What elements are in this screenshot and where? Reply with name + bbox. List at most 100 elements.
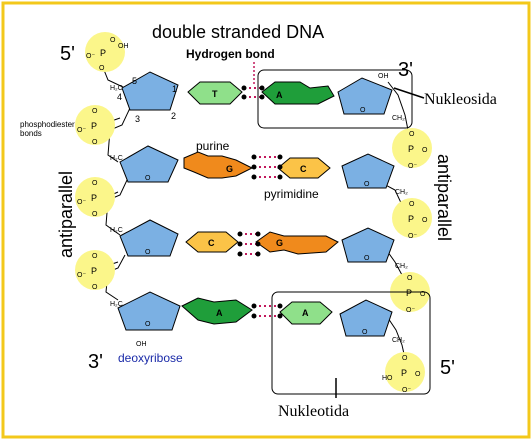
base-guanine <box>183 151 254 179</box>
phosphate-group: P O O O⁻ <box>392 198 432 240</box>
phosphate-p: P <box>100 48 106 58</box>
svg-text:O: O <box>92 253 98 260</box>
svg-text:C: C <box>300 164 307 174</box>
svg-text:O: O <box>409 201 415 208</box>
deoxyribose-sugar: H₂C O <box>110 145 179 183</box>
svg-text:CH₂: CH₂ <box>395 263 408 270</box>
deoxyribose-sugar: O CH₂ <box>341 153 408 196</box>
svg-text:O: O <box>409 131 415 138</box>
antiparallel-right: antiparallel <box>434 154 454 241</box>
pyrimidine-label: pyrimidine <box>264 187 319 201</box>
svg-text:P: P <box>91 121 97 131</box>
phosphodiester-label: bonds <box>20 129 42 138</box>
svg-text:HO: HO <box>382 375 393 382</box>
svg-text:CH₂: CH₂ <box>392 115 405 122</box>
base-pair: G C <box>183 151 331 179</box>
svg-text:P: P <box>401 368 407 378</box>
svg-text:H₂C: H₂C <box>110 85 123 92</box>
svg-text:O: O <box>92 108 98 115</box>
svg-text:P: P <box>406 288 412 298</box>
svg-text:O: O <box>145 321 151 328</box>
svg-text:OH: OH <box>378 73 389 80</box>
phosphate-group: P O O O⁻ <box>392 128 432 170</box>
svg-text:O⁻: O⁻ <box>408 233 417 240</box>
nukleotida-box <box>271 291 431 395</box>
base-thymine <box>279 301 333 325</box>
svg-text:A: A <box>276 90 283 100</box>
phosphate-group: P O O⁻ O <box>75 105 115 146</box>
svg-text:O: O <box>92 284 98 291</box>
svg-text:O⁻: O⁻ <box>86 53 95 60</box>
svg-text:O: O <box>92 139 98 146</box>
purine-label: purine <box>196 139 230 153</box>
carbon-number: 3 <box>135 114 140 124</box>
svg-text:O: O <box>420 291 426 298</box>
svg-text:O: O <box>360 107 366 114</box>
base-pair: C G <box>185 231 339 255</box>
svg-text:T: T <box>212 89 218 99</box>
svg-text:O⁻: O⁻ <box>408 163 417 170</box>
svg-text:O: O <box>422 217 428 224</box>
base-pair: T A <box>187 81 335 105</box>
deoxyribose-sugar: H₂C O OH <box>110 291 181 348</box>
nukleosida-label: Nukleosida <box>424 91 497 108</box>
phosphate-group: P O OH O⁻ O <box>85 32 129 72</box>
svg-text:O⁻: O⁻ <box>406 307 415 314</box>
svg-text:O: O <box>402 355 408 362</box>
nukleosida-pointer <box>393 87 425 99</box>
phosphate-group: P O O⁻ O <box>75 250 115 291</box>
svg-text:O⁻: O⁻ <box>77 272 86 279</box>
svg-text:O: O <box>415 371 421 378</box>
svg-text:CH₂: CH₂ <box>392 337 405 344</box>
svg-text:P: P <box>408 144 414 154</box>
svg-text:O: O <box>92 211 98 218</box>
prime-top-right: 3' <box>398 59 413 81</box>
svg-text:P: P <box>91 266 97 276</box>
svg-text:O⁻: O⁻ <box>77 199 86 206</box>
hydrogen-bond-dots <box>237 85 283 319</box>
svg-text:O: O <box>364 255 370 262</box>
svg-text:O: O <box>145 249 151 256</box>
svg-text:P: P <box>408 214 414 224</box>
svg-text:O: O <box>145 175 151 182</box>
nukleotida-label: Nukleotida <box>278 403 349 420</box>
svg-text:OH: OH <box>118 43 129 50</box>
deoxyribose-sugar: O CH₂ <box>339 299 405 344</box>
base-adenine <box>261 81 335 105</box>
prime-bottom-right: 5' <box>440 357 455 379</box>
carbon-number: 4 <box>117 92 122 102</box>
phosphate-group: P O O O⁻ HO <box>382 352 425 394</box>
svg-text:OH: OH <box>136 341 147 348</box>
deoxyribose-sugar: H₂C O <box>110 219 179 257</box>
base-pair: A A <box>181 297 333 325</box>
svg-text:G: G <box>276 238 283 248</box>
svg-text:O: O <box>99 65 105 72</box>
svg-text:O: O <box>110 37 116 44</box>
deoxyribose-label: deoxyribose <box>118 351 183 365</box>
phosphate-group: P O O⁻ O <box>75 177 115 218</box>
carbon-number: 1 <box>172 84 177 94</box>
antiparallel-left: antiparallel <box>56 171 76 258</box>
svg-text:O⁻: O⁻ <box>77 127 86 134</box>
deoxyribose-sugar: O CH₂ <box>341 227 408 270</box>
base-cytosine <box>185 231 239 253</box>
svg-text:O: O <box>362 329 368 336</box>
prime-top-left: 5' <box>60 43 75 65</box>
svg-text:C: C <box>208 238 215 248</box>
svg-text:H₂C: H₂C <box>110 301 123 308</box>
svg-text:G: G <box>226 164 233 174</box>
base-cytosine <box>277 157 331 179</box>
nukleosida-box <box>257 69 413 129</box>
svg-text:P: P <box>91 193 97 203</box>
svg-text:O: O <box>92 180 98 187</box>
svg-text:O: O <box>364 181 370 188</box>
svg-text:A: A <box>216 308 223 318</box>
svg-text:O⁻: O⁻ <box>402 387 411 394</box>
hydrogen-bond-label: Hydrogen bond <box>186 47 275 61</box>
prime-bottom-left: 3' <box>88 351 103 373</box>
svg-text:CH₂: CH₂ <box>395 189 408 196</box>
base-adenine <box>181 297 253 325</box>
deoxyribose-sugar: O OH CH₂ <box>337 73 405 122</box>
